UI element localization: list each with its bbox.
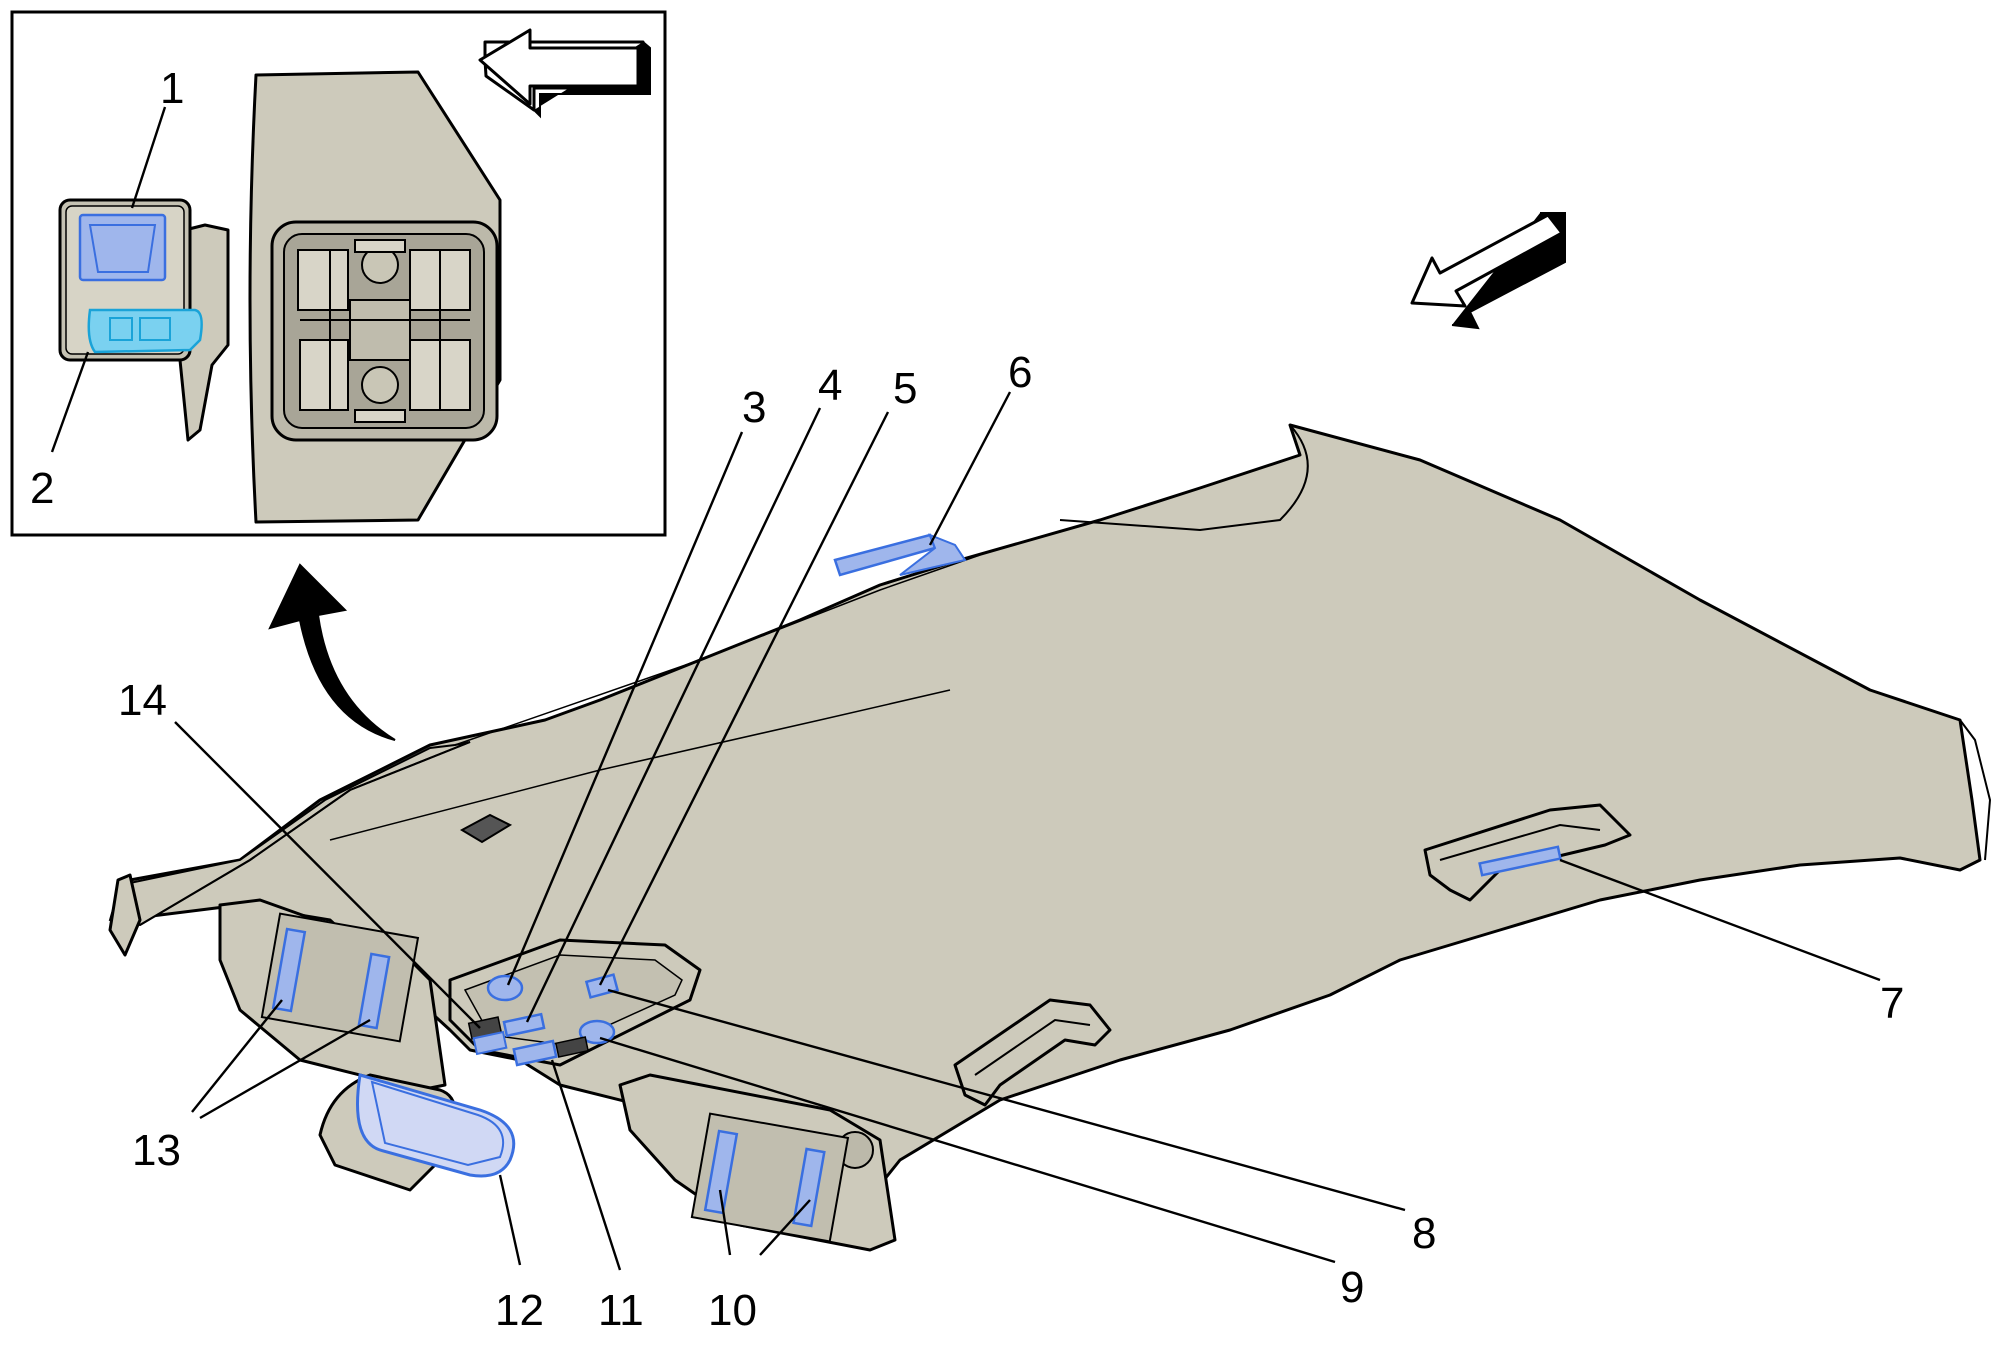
leader-4 xyxy=(525,407,822,1023)
leader-14 xyxy=(174,721,481,1029)
leader-6 xyxy=(928,391,1012,546)
callout-3: 3 xyxy=(742,383,766,432)
console-switch-11 xyxy=(512,1039,558,1067)
callout-2: 2 xyxy=(30,464,54,513)
leader-3 xyxy=(506,431,744,986)
callout-1: 1 xyxy=(160,64,184,113)
callout-5: 5 xyxy=(893,364,917,413)
leader-10a xyxy=(718,1189,732,1256)
leader-lines xyxy=(50,106,1881,1271)
antenna-module-6 xyxy=(833,533,967,577)
callout-12: 12 xyxy=(495,1286,544,1335)
leader-8 xyxy=(607,988,1406,1212)
callout-14: 14 xyxy=(118,676,167,725)
leader-1 xyxy=(130,106,167,209)
leader-2 xyxy=(50,351,90,453)
rear-dome-lamp-7 xyxy=(1478,845,1562,877)
leader-12 xyxy=(498,1174,522,1266)
left-vanity-lamp-13b xyxy=(357,952,391,1030)
callout-6: 6 xyxy=(1008,348,1032,397)
side-grab-handle xyxy=(953,998,1112,1107)
callout-9: 9 xyxy=(1340,1263,1364,1312)
vent-slot xyxy=(459,813,513,844)
leader-9 xyxy=(599,1036,1336,1264)
leader-13a xyxy=(191,999,283,1113)
leader-11 xyxy=(550,1059,622,1271)
inset-detail-view xyxy=(10,10,667,537)
inset-module-2 xyxy=(87,308,203,354)
right-vanity-lamp-10a xyxy=(703,1129,739,1215)
leader-7 xyxy=(1559,858,1881,982)
left-vanity-lamp-13a xyxy=(271,927,307,1013)
console-lamp-3 xyxy=(486,974,524,1002)
console-switch-4 xyxy=(502,1012,546,1038)
callout-8: 8 xyxy=(1412,1209,1436,1258)
callout-11: 11 xyxy=(598,1286,644,1335)
right-sun-visor xyxy=(618,1073,897,1252)
arrow-left-icon-face xyxy=(478,28,640,106)
rearview-mirror xyxy=(318,1073,516,1192)
console-lamp-9 xyxy=(578,1019,616,1045)
callout-7: 7 xyxy=(1880,979,1904,1028)
callout-4: 4 xyxy=(818,361,842,410)
leader-13b xyxy=(199,1018,371,1120)
right-vanity-lamp-10b xyxy=(792,1147,826,1228)
rear-grab-handle xyxy=(1423,803,1632,902)
callout-13: 13 xyxy=(132,1126,181,1175)
inset-console-bracket xyxy=(178,223,230,442)
inset-console-mechanism xyxy=(297,239,471,423)
callout-10: 10 xyxy=(708,1286,757,1335)
inset-module-1 xyxy=(78,213,167,282)
leader-10b xyxy=(759,1199,811,1256)
rearview-mirror-glass-12 xyxy=(356,1073,516,1178)
callout-labels: 1 2 3 4 5 6 7 8 9 10 11 12 13 14 xyxy=(30,64,1904,1335)
curved-arrow-up-icon xyxy=(268,563,396,741)
arrow-down-left-icon xyxy=(1410,212,1566,330)
leader-5 xyxy=(598,411,890,986)
